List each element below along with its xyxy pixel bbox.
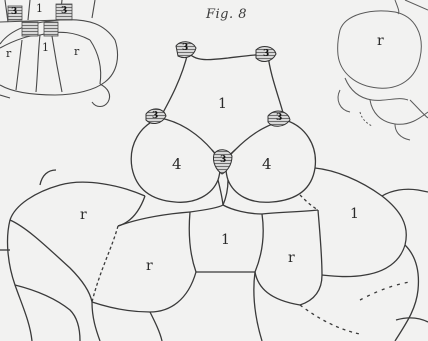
label-stipple-mid-left: 3 bbox=[152, 112, 158, 121]
topright-cells bbox=[338, 0, 428, 140]
label-bottom-center-cell: 1 bbox=[221, 233, 230, 247]
label-stipple-mid-right: 3 bbox=[276, 114, 282, 123]
label-top-center-cell: 1 bbox=[218, 97, 227, 111]
label-left-outer-cell: r bbox=[80, 208, 87, 222]
figure-title: Fig. 8 bbox=[206, 7, 247, 22]
label-topright-cell: r bbox=[377, 34, 384, 48]
label-stipple-center: 3 bbox=[220, 156, 226, 165]
label-right-lower-cell: r bbox=[288, 251, 295, 265]
label-inset-left: r bbox=[6, 48, 11, 59]
label-right-lobe: 4 bbox=[262, 157, 272, 172]
label-stipple-top-right: 3 bbox=[263, 50, 269, 59]
label-inset-right: r bbox=[74, 46, 79, 57]
label-stipple-top-left: 3 bbox=[182, 44, 188, 53]
label-inset-stipple-right: 3 bbox=[61, 7, 67, 16]
label-left-lobe: 4 bbox=[172, 157, 182, 172]
label-inset-top-center: 1 bbox=[36, 3, 43, 14]
label-right-outer-cell: 1 bbox=[350, 207, 359, 221]
label-inset-center: 1 bbox=[42, 42, 49, 53]
label-inset-stipple-left: 3 bbox=[11, 8, 17, 17]
central-cells bbox=[0, 52, 428, 341]
label-left-lower-cell: r bbox=[146, 259, 153, 273]
